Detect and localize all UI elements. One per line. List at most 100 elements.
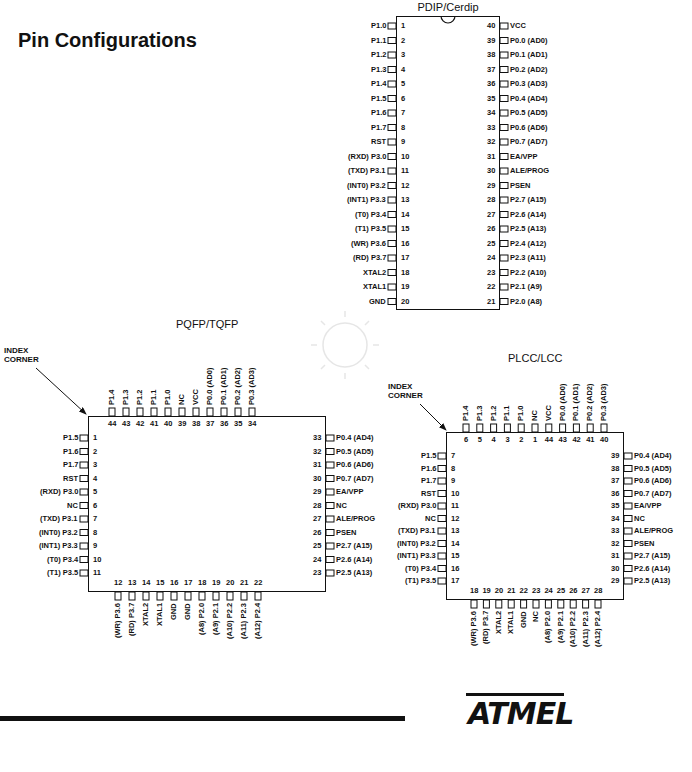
pin-name: RST bbox=[421, 490, 436, 498]
pin-number: 29 bbox=[487, 182, 495, 190]
pin-stub bbox=[165, 408, 171, 416]
pin-stub bbox=[388, 226, 396, 232]
pin-number: 11 bbox=[401, 167, 409, 175]
pin-stub bbox=[179, 408, 185, 416]
pin-number: 19 bbox=[212, 579, 220, 587]
pin-name: (RD) P3.7 bbox=[482, 611, 490, 644]
company-logo: ATMEL bbox=[468, 699, 573, 729]
pin-name: (INT0) P3.2 bbox=[39, 529, 78, 537]
pin-number: 30 bbox=[313, 475, 321, 483]
pin-name: P1.2 bbox=[490, 406, 498, 421]
pin-name: P2.7 (A15) bbox=[634, 552, 670, 560]
pin-number: 27 bbox=[487, 211, 495, 219]
footer-bar bbox=[0, 716, 405, 721]
package-title: PLCC/LCC bbox=[508, 353, 562, 364]
package-body: PLCC/LCC bbox=[446, 432, 624, 600]
pin-stub bbox=[496, 600, 502, 608]
pin-stub bbox=[241, 592, 247, 600]
pin-stub bbox=[388, 67, 396, 73]
pin-number: 9 bbox=[451, 477, 455, 485]
pin-name: P0.3 (AD3) bbox=[248, 367, 256, 405]
pin-number: 41 bbox=[586, 436, 594, 444]
pin-name: P0.4 (AD4) bbox=[336, 434, 374, 442]
pin-number: 26 bbox=[313, 529, 321, 537]
pin-name: NC bbox=[336, 502, 347, 510]
pin-stub bbox=[532, 424, 538, 432]
pin-stub bbox=[545, 600, 551, 608]
pin-name: (RXD) P3.0 bbox=[40, 488, 78, 496]
index-leader bbox=[36, 368, 86, 414]
pin-number: 4 bbox=[401, 66, 405, 74]
pin-stub bbox=[388, 96, 396, 102]
pin-number: 28 bbox=[487, 196, 495, 204]
pin-name: P2.4 (A12) bbox=[510, 240, 546, 248]
pin-number: 2 bbox=[519, 436, 523, 444]
pin-number: 43 bbox=[559, 436, 567, 444]
pin-number: 15 bbox=[156, 579, 164, 587]
pin-number: 7 bbox=[401, 109, 405, 117]
pin-number: 38 bbox=[192, 420, 200, 428]
pin-number: 43 bbox=[122, 420, 130, 428]
pin-number: 27 bbox=[582, 587, 590, 595]
pin-stub bbox=[508, 600, 514, 608]
pin-name: (A11) P2.3 bbox=[582, 611, 590, 647]
pin-number: 24 bbox=[544, 587, 552, 595]
pin-number: 3 bbox=[401, 51, 405, 59]
pin-name: EA/VPP bbox=[634, 502, 662, 510]
pin-stub bbox=[558, 600, 564, 608]
pin-number: 6 bbox=[464, 436, 468, 444]
pin-number: 34 bbox=[487, 109, 495, 117]
pin-number: 38 bbox=[487, 51, 495, 59]
pin-stub bbox=[500, 154, 508, 160]
pin-stub bbox=[570, 600, 576, 608]
index-leader bbox=[420, 404, 446, 430]
pin-name: P1.0 bbox=[371, 22, 386, 30]
pin-name: PSEN bbox=[336, 529, 356, 537]
pin-stub bbox=[326, 435, 334, 441]
pin-stub bbox=[249, 408, 255, 416]
pin-name: VCC bbox=[510, 22, 526, 30]
pin-name: P1.0 bbox=[517, 406, 525, 421]
pin-stub bbox=[500, 226, 508, 232]
pin-stub bbox=[123, 408, 129, 416]
pin-stub bbox=[500, 139, 508, 145]
pin-stub bbox=[560, 424, 566, 432]
pin-name: (RD) P3.7 bbox=[128, 603, 136, 636]
pin-stub bbox=[595, 600, 601, 608]
pin-name: (TXD) P3.1 bbox=[40, 515, 78, 523]
pin-stub bbox=[438, 578, 446, 584]
pin-number: 44 bbox=[108, 420, 116, 428]
pin-name: (A12) P2.4 bbox=[254, 603, 262, 639]
pin-number: 40 bbox=[164, 420, 172, 428]
pin-number: 6 bbox=[401, 95, 405, 103]
pin-number: 39 bbox=[178, 420, 186, 428]
pin-name: P2.7 (A15) bbox=[510, 196, 546, 204]
pin-name: P0.0 (AD0) bbox=[206, 367, 214, 405]
pin-number: 26 bbox=[487, 225, 495, 233]
pin-name: P1.7 bbox=[421, 477, 436, 485]
pin-number: 3 bbox=[505, 436, 509, 444]
pin-stub bbox=[388, 270, 396, 276]
pin-number: 17 bbox=[451, 577, 459, 585]
pin-stub bbox=[624, 478, 632, 484]
pin-stub bbox=[80, 503, 88, 509]
pin-number: 18 bbox=[401, 269, 409, 277]
pin-stub bbox=[388, 299, 396, 305]
pin-stub bbox=[80, 435, 88, 441]
pin-number: 7 bbox=[93, 515, 97, 523]
pin-stub bbox=[624, 466, 632, 472]
pin-name: (INT1) P3.3 bbox=[347, 196, 386, 204]
pin-number: 2 bbox=[93, 448, 97, 456]
pin-stub bbox=[388, 139, 396, 145]
pin-stub bbox=[326, 557, 334, 563]
pin-number: 10 bbox=[401, 153, 409, 161]
pin-stub bbox=[573, 424, 579, 432]
pin-name: RST bbox=[63, 475, 78, 483]
pin-number: 1 bbox=[401, 22, 405, 30]
pin-number: 12 bbox=[114, 579, 122, 587]
pin-stub bbox=[185, 592, 191, 600]
pin-number: 7 bbox=[451, 452, 455, 460]
pin-name: P0.2 (AD2) bbox=[510, 66, 548, 74]
pin-number: 21 bbox=[240, 579, 248, 587]
pin-name: (T0) P3.4 bbox=[355, 211, 386, 219]
